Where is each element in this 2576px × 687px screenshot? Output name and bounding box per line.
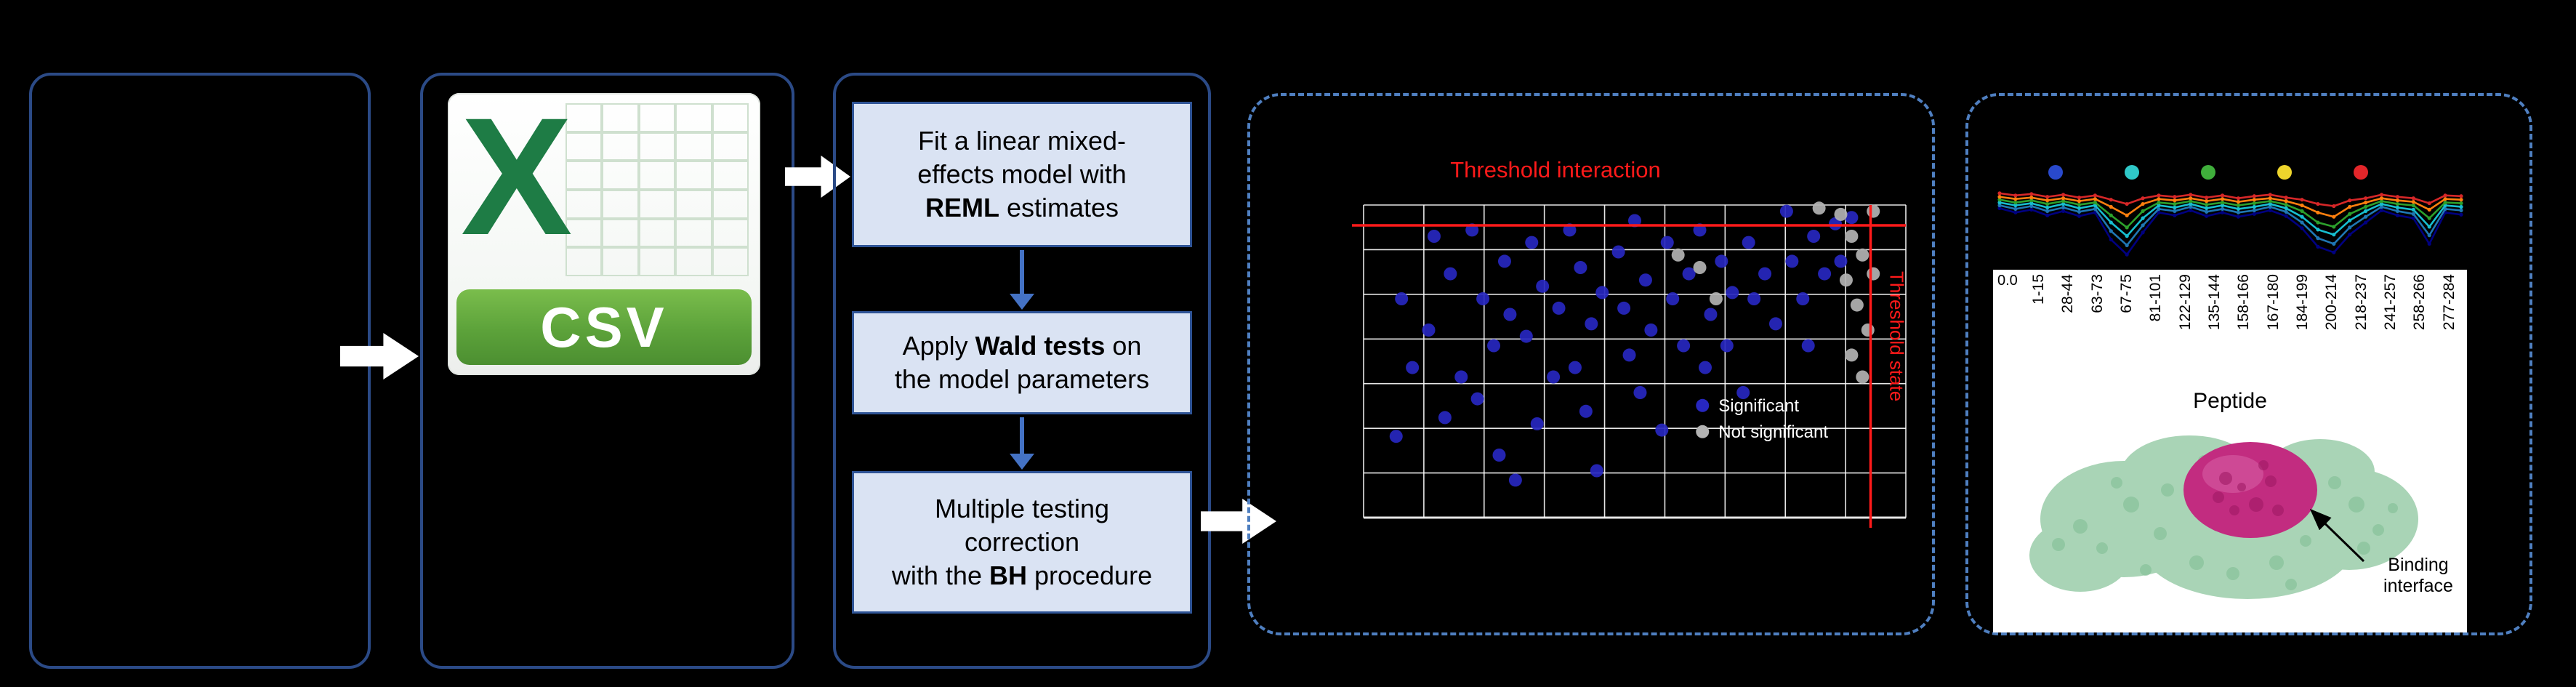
svg-text:Significant: Significant <box>1718 396 1799 416</box>
raw-data-panel <box>29 73 371 669</box>
spreadsheet-grid-icon <box>565 103 749 276</box>
timepoint-dot-icon <box>2125 165 2139 180</box>
csv-file-icon: X CSV <box>448 83 760 375</box>
model-steps-panel <box>833 73 1211 669</box>
step-wald-tests: Apply Wald tests on the model parameters <box>852 311 1192 414</box>
peptide-axis-title: Peptide <box>2193 389 2267 413</box>
csv-panel <box>420 73 794 669</box>
step1-post: estimates <box>999 193 1119 223</box>
csv-banner: CSV <box>456 289 752 365</box>
step3-text: Multiple testing correction with the <box>891 493 1110 591</box>
peptide-label: 241-257 <box>2382 274 2399 331</box>
peptide-label: 122-129 <box>2176 274 2194 331</box>
y-axis-tick: 0.0 <box>1997 273 2018 289</box>
binding-interface-arrow-icon <box>2309 508 2365 563</box>
svg-text:Not significant: Not significant <box>1718 422 1828 442</box>
step2-post: on the model parameters <box>894 330 1150 394</box>
peptide-label: 63-73 <box>2088 274 2106 313</box>
step3-post: procedure <box>1026 561 1153 591</box>
peptide-label: 167-180 <box>2264 274 2282 331</box>
timepoint-dot-icon <box>2277 165 2292 180</box>
down-arrow-1-icon <box>1007 250 1037 310</box>
threshold-interaction-label: Threshold interaction <box>1450 157 1661 182</box>
uptake-plot <box>1997 191 2463 257</box>
peptide-label: 81-101 <box>2147 274 2165 322</box>
step-bh-correction: Multiple testing correction with the BH … <box>852 471 1192 614</box>
step2-bold: Wald tests <box>975 330 1106 361</box>
structure-panel <box>1965 93 2532 635</box>
step2-text: Apply <box>902 330 975 361</box>
peptide-label: 258-266 <box>2411 274 2428 331</box>
excel-x-icon: X <box>461 83 573 270</box>
svg-text:Threshold state: Threshold state <box>1886 271 1908 401</box>
peptide-label: 158-166 <box>2235 274 2253 331</box>
binding-interface-region <box>2183 442 2317 538</box>
down-arrow-2-icon <box>1007 417 1037 470</box>
peptide-label: 200-214 <box>2323 274 2340 331</box>
timepoint-dot-icon <box>2048 165 2063 180</box>
step-fit-model: Fit a linear mixed- effects model with R… <box>852 102 1192 247</box>
step1-bold: REML <box>925 193 999 223</box>
protein-structure-illustration <box>2029 435 2418 599</box>
timepoint-dot-icon <box>2354 165 2368 180</box>
peptide-label: 184-199 <box>2294 274 2311 331</box>
peptide-axis-labels: 1-15 28-44 63-73 67-75 81-101 122-129 135-144 1… <box>2030 274 2458 383</box>
step3-bold: BH <box>989 561 1027 591</box>
peptide-label: 135-144 <box>2206 274 2223 331</box>
peptide-label: 1-15 <box>2030 274 2047 305</box>
timepoint-dot-icon <box>2201 165 2215 180</box>
binding-interface-label: Binding interface <box>2383 555 2453 596</box>
peptide-label: 218-237 <box>2352 274 2370 331</box>
peptide-label: 277-284 <box>2440 274 2458 331</box>
peptide-label: 67-75 <box>2118 274 2136 313</box>
peptide-panel: 0.0 1-15 28-44 63-73 67-75 81-101 122-129 135-… <box>1993 268 2467 632</box>
peptide-label: 28-44 <box>2059 274 2077 313</box>
results-scatter-panel <box>1247 93 1935 635</box>
timepoint-legend <box>2048 165 2368 180</box>
step1-text: Fit a linear mixed- effects model with <box>917 125 1127 189</box>
